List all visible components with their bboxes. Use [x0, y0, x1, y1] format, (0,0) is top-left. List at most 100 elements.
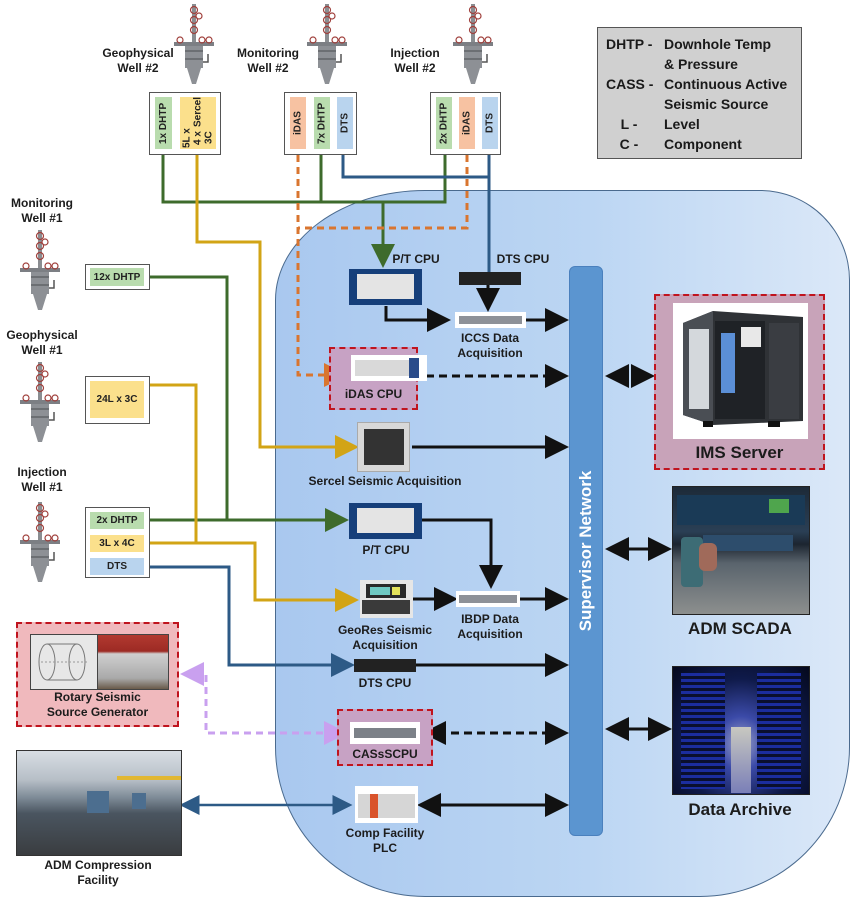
- legend-key: [606, 94, 664, 114]
- data-archive-image: [672, 666, 810, 795]
- compressor-unit: [132, 793, 146, 809]
- line-idas-inj2: [298, 155, 469, 230]
- ims-server-group[interactable]: IMS Server: [654, 294, 825, 470]
- dts-cpu-top-label: DTS CPU: [496, 252, 550, 266]
- adm-scada-image: [672, 486, 810, 615]
- dts-cpu-bottom[interactable]: [354, 659, 416, 672]
- legend-key: [606, 54, 664, 74]
- wellhead-icon: [18, 228, 62, 321]
- legend-key: L -: [620, 116, 638, 132]
- video-wall-panel: [769, 499, 789, 513]
- sensor-chip-dhtp: 2x DHTP: [90, 512, 144, 529]
- sensor-chip-seismic: 24L x 3C: [90, 381, 144, 418]
- idas-cpu-label: iDAS CPU: [344, 387, 403, 401]
- line-pt-to-iccs: [384, 306, 451, 332]
- supervisor-network-label: Supervisor Network: [576, 470, 595, 632]
- idas-cpu-group[interactable]: iDAS CPU: [329, 347, 427, 410]
- iccs-line1: ICCS Data: [460, 331, 519, 345]
- legend-value: Level: [664, 116, 700, 132]
- dts-cpu-top[interactable]: [459, 272, 521, 285]
- rotary-line2: Source Generator: [46, 705, 149, 719]
- screen-display: [392, 587, 400, 595]
- sensor-chip-dhtp: 7x DHTP: [314, 97, 330, 149]
- rack-chassis-icon: [357, 508, 414, 533]
- data-archive-label: Data Archive: [688, 800, 792, 819]
- legend-value: Downhole Temp: [664, 36, 772, 52]
- well-number: Well #2: [394, 61, 436, 75]
- well-name: Geophysical: [6, 328, 78, 342]
- well-number: Well #1: [21, 480, 63, 494]
- plc-label: Comp Facility PLC: [330, 826, 440, 856]
- adm-compression-label: ADM Compression Facility: [16, 858, 180, 888]
- plc-line1: Comp Facility: [345, 826, 425, 840]
- well-number: Well #1: [21, 211, 63, 225]
- well-label-injection-1: Injection Well #1: [0, 465, 84, 495]
- iccs-line2: Acquisition: [457, 346, 523, 360]
- server-1u-icon: [459, 316, 522, 324]
- rotary-photo-image: [97, 634, 169, 690]
- well-number: Well #2: [117, 61, 159, 75]
- cassscpu-group[interactable]: CASsSCPU: [337, 709, 433, 766]
- line-dts-inj1: [150, 565, 355, 677]
- line-seismic-geo1: [150, 383, 198, 543]
- line-dhtp-geo2: [161, 155, 383, 204]
- line-dts-mon2: [341, 155, 489, 179]
- well-label-monitoring-1: Monitoring Well #1: [0, 196, 84, 226]
- plc-line2: PLC: [373, 841, 397, 855]
- ibdp-label: IBDP Data Acquisition: [445, 612, 535, 642]
- sensor-chip-dhtp: 12x DHTP: [90, 268, 144, 286]
- plc-rack-icon: [358, 794, 415, 818]
- legend-row: C -Component: [606, 134, 793, 154]
- idas-cpu-image: [351, 355, 427, 381]
- screen-icon: [366, 584, 406, 598]
- pt-cpu-bottom-label: P/T CPU: [362, 543, 410, 557]
- sensor-chip-dts: DTS: [482, 97, 498, 149]
- rack-front-icon: [364, 429, 404, 465]
- sensor-chip-sercel-line2: Sercel: [192, 97, 204, 128]
- server-racks-left: [681, 673, 725, 789]
- line-sercel-geo2: [195, 155, 359, 459]
- sensor-chip-dhtp: 1x DHTP: [155, 97, 172, 149]
- sensor-chip-dts: DTS: [337, 97, 353, 149]
- sensor-box-injection-2: 2x DHTP iDAS DTS: [430, 92, 501, 155]
- sensor-chip-sercel-line1: 5L x 4 x 3C: [181, 128, 215, 148]
- well-number: Well #1: [21, 343, 63, 357]
- ibdp-line1: IBDP Data: [461, 612, 519, 626]
- rotary-drawing-image: [30, 634, 99, 690]
- wellhead-icon: [18, 500, 62, 593]
- iccs-data-acquisition[interactable]: [455, 312, 526, 328]
- crane-beam: [117, 776, 181, 780]
- sercel-acquisition-unit[interactable]: [357, 422, 410, 472]
- dts-cpu-bottom-label: DTS CPU: [358, 676, 412, 690]
- server-tower-icon: [683, 311, 803, 427]
- comp-facility-plc[interactable]: [355, 786, 418, 823]
- legend-value: Continuous Active: [664, 76, 788, 92]
- supervisor-network-bus[interactable]: Supervisor Network: [569, 266, 603, 836]
- sensor-box-monitoring-1: 12x DHTP: [85, 264, 150, 290]
- legend: DHTP -Downhole Temp & Pressure CASS -Con…: [597, 27, 802, 159]
- ibdp-data-acquisition[interactable]: [456, 591, 520, 607]
- keyboard-icon: [362, 600, 410, 614]
- legend-row: DHTP -Downhole Temp: [606, 34, 793, 54]
- line-pt2-to-ibdp: [420, 518, 503, 589]
- sercel-acquisition-label: Sercel Seismic Acquisition: [308, 474, 462, 488]
- legend-row: L - Level: [606, 114, 793, 134]
- pt-cpu-top[interactable]: [349, 269, 422, 305]
- server-1u-icon: [354, 728, 416, 738]
- well-name: Injection: [390, 46, 440, 60]
- rotary-source-label: Rotary Seismic Source Generator: [18, 690, 177, 720]
- georesl-acquisition-unit[interactable]: [360, 580, 413, 618]
- operator: [699, 543, 717, 571]
- line-dhtp-inj2: [371, 155, 447, 268]
- operator-chair: [681, 537, 703, 587]
- pt-cpu-bottom[interactable]: [349, 503, 422, 539]
- rotary-line1: Rotary Seismic: [54, 690, 141, 704]
- wellhead-icon: [18, 360, 62, 453]
- legend-row: CASS -Continuous Active: [606, 74, 793, 94]
- well-name: Geophysical: [102, 46, 174, 60]
- legend-value: Component: [664, 136, 742, 152]
- ims-server-label: IMS Server: [695, 443, 784, 462]
- adm-compression-image: [16, 750, 182, 856]
- server-chassis-icon: [355, 360, 415, 376]
- sensor-chip-seismic: 3L x 4C: [90, 535, 144, 552]
